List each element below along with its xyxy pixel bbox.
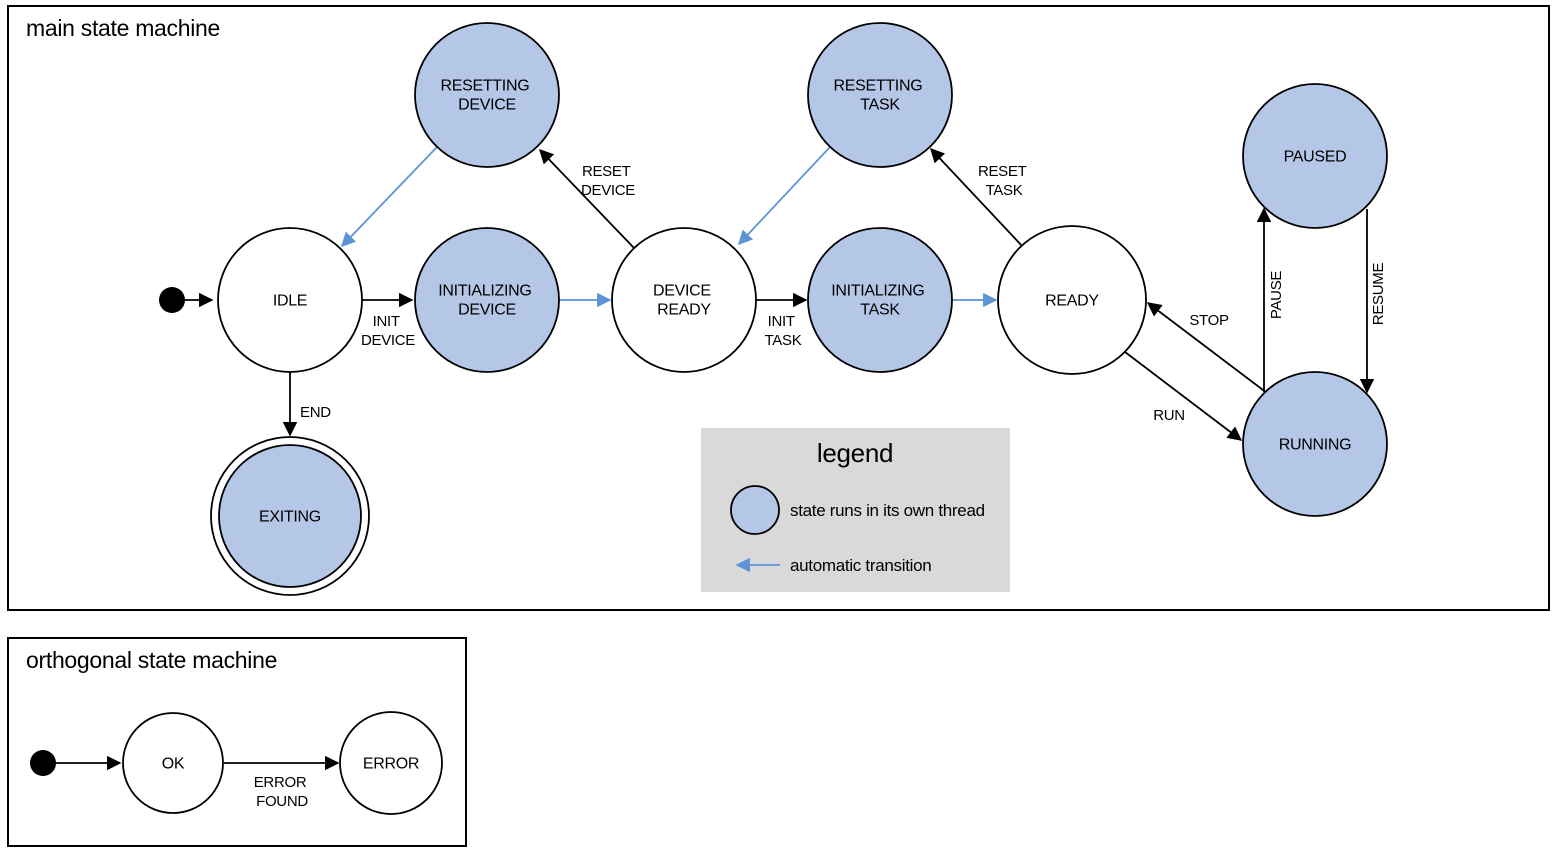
main-machine-title: main state machine [26, 15, 220, 41]
auto-transition-resetting-device-to-idle [341, 146, 438, 248]
state-initializing-task [807, 227, 953, 373]
main-machine-frame [7, 5, 1550, 611]
state-resetting-device-label: RESETTING DEVICE [440, 78, 533, 114]
state-device-ready-label: DEVICE READY [653, 283, 715, 319]
transition-label-reset-task: RESET TASK [978, 163, 1030, 199]
state-idle [217, 227, 363, 373]
transition-label-stop: STOP [1189, 312, 1229, 329]
state-initializing-device [414, 227, 560, 373]
state-ok [122, 712, 224, 814]
transition-reset-device [539, 148, 635, 249]
state-initializing-device-label: INITIALIZING DEVICE [438, 283, 535, 319]
auto-transition-resetting-task-to-device-ready [738, 146, 831, 246]
state-ready [997, 225, 1147, 375]
state-ok-label: OK [162, 756, 185, 773]
state-paused [1242, 83, 1388, 229]
state-running [1242, 371, 1388, 517]
state-device-ready [611, 227, 757, 373]
state-ready-label: READY [1045, 293, 1099, 310]
state-error [339, 711, 443, 815]
state-idle-label: IDLE [273, 293, 307, 310]
legend-thread-item-label: state runs in its own thread [790, 501, 985, 520]
transition-label-init-task: INIT TASK [765, 313, 802, 349]
transition-label-end: END [300, 404, 331, 421]
transition-label-error-found: ERROR FOUND [254, 774, 311, 810]
state-resetting-device [414, 22, 560, 168]
state-exiting [218, 444, 362, 588]
transition-stop [1146, 302, 1268, 394]
transition-reset-task [930, 147, 1024, 248]
transition-label-resume: RESUME [1370, 263, 1387, 326]
orthogonal-machine-frame [7, 637, 467, 847]
initial-state-icon [159, 287, 185, 313]
legend-title: legend [817, 438, 893, 468]
transition-label-reset-device: RESET DEVICE [581, 163, 635, 199]
legend-auto-item-label: automatic transition [790, 556, 931, 575]
state-exiting-label: EXITING [259, 509, 321, 526]
state-error-label: ERROR [363, 756, 419, 773]
initial-state-icon-orthogonal [30, 750, 56, 776]
transition-label-init-device: INIT DEVICE [361, 313, 415, 349]
state-initializing-task-label: INITIALIZING TASK [831, 283, 928, 319]
transition-run [1124, 351, 1243, 441]
state-resetting-task-label: RESETTING TASK [833, 78, 926, 114]
transition-label-run: RUN [1153, 407, 1185, 424]
state-resetting-task [807, 22, 953, 168]
orthogonal-machine-title: orthogonal state machine [26, 647, 277, 673]
legend-thread-state-icon [730, 485, 780, 535]
state-paused-label: PAUSED [1284, 149, 1347, 166]
transition-label-pause: PAUSE [1268, 271, 1285, 320]
state-running-label: RUNNING [1279, 437, 1352, 454]
